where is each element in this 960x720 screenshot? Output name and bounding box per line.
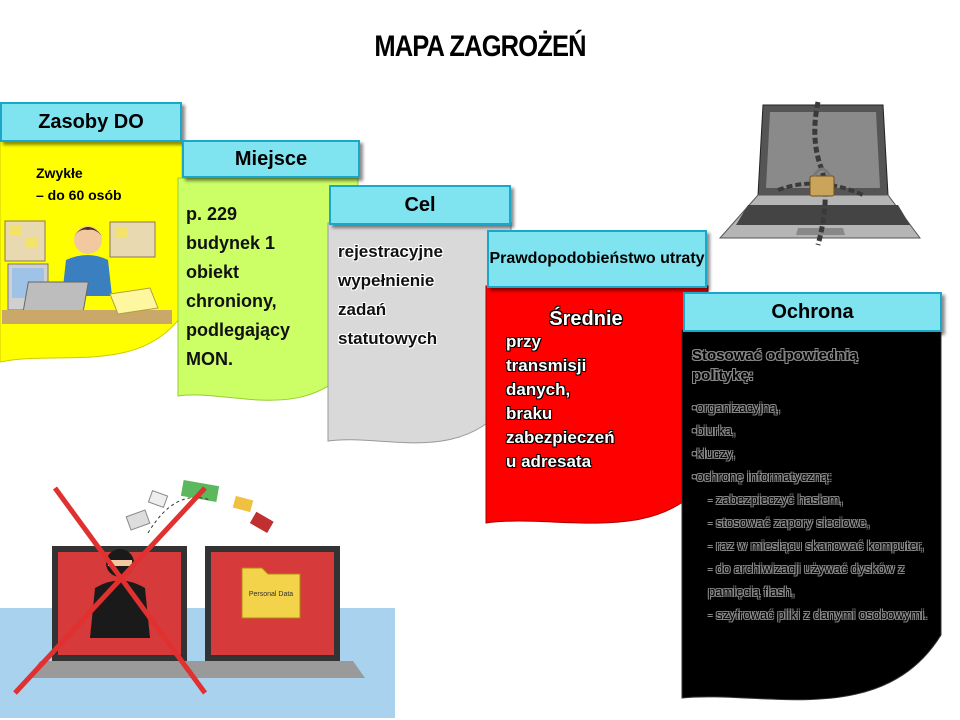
zasoby-header: Zasoby DO [0,102,182,142]
prawdopodobienstwo-line-3: danych, [506,380,571,399]
cel-line-1: rejestracyjne [338,242,443,261]
ochrona-shape [681,329,942,701]
miejsce-text: p. 229 budynek 1 obiekt chroniony, podle… [186,200,290,374]
zasoby-line-2: – do 60 osób [36,187,122,203]
cel-line-3: zadań [338,300,387,319]
ochrona-item-9: - szyfrować pliki z danymi osobowymi. [708,607,928,622]
prawdopodobienstwo-line-2: transmisji [506,356,587,375]
miejsce-line-5: podlegający [186,320,291,340]
cel-line-4: statutowych [338,329,438,348]
zasoby-box: Zasoby DO Zwykłe – do 60 osób [0,100,185,370]
page-title: MAPA ZAGROŻEŃ [374,30,586,63]
zasoby-line-1: Zwykłe [36,165,83,181]
ochrona-item-4: •ochronę informatyczną: [692,469,832,484]
ochrona-item-5: - zabezpieczyć hasłem, [708,492,844,507]
ochrona-item-8: - do archiwizacji używać dysków z pamięc… [708,561,905,599]
risk-level: Średnie [549,308,623,330]
cel-header: Cel [329,185,511,225]
prawdopodobienstwo-line-4: braku [506,404,553,423]
miejsce-line-3: obiekt [186,262,240,282]
ochrona-header: Ochrona [683,292,942,332]
ochrona-item-3: •kluczy, [692,446,736,461]
prawdopodobienstwo-header: Prawdopodobieństwo utraty [487,230,707,288]
personal-data-label: Personal Data [249,591,293,598]
prawdopodobienstwo-text: przy transmisji danych, braku zabezpiecz… [506,330,615,474]
miejsce-line-6: MON. [186,349,233,369]
ochrona-list: •organizacyjną, •biurka, •kluczy, •ochro… [692,396,932,626]
cel-box: Cel rejestracyjne wypełnienie zadań stat… [327,183,514,458]
prawdopodobienstwo-line-6: u adresata [506,452,592,471]
miejsce-line-2: budynek 1 [186,233,276,253]
ochrona-box: Ochrona Stosować odpowiednią politykę: •… [681,290,944,715]
zasoby-text: Zwykłe – do 60 osób [36,162,122,206]
prawdopodobienstwo-box: Prawdopodobieństwo utraty Średnie przy t… [485,228,710,543]
ochrona-item-7: - raz w miesiącu skanować komputer, [708,538,925,553]
ochrona-intro: Stosować odpowiednią politykę: [692,347,858,384]
miejsce-header: Miejsce [182,140,360,178]
prawdopodobienstwo-line-1: przy [506,332,541,351]
hacker-data-theft-icon: Personal Data [0,479,395,718]
padlocked-laptop-icon [718,101,921,246]
cel-line-2: wypełnienie [338,271,435,290]
ochrona-item-6: - stosować zapory sieciowe, [708,515,870,530]
office-worker-icon [2,220,172,324]
miejsce-line-4: chroniony, [186,291,277,311]
miejsce-box: Miejsce p. 229 budynek 1 obiekt chronion… [177,138,363,418]
cel-text: rejestracyjne wypełnienie zadań statutow… [338,237,443,353]
miejsce-line-1: p. 229 [186,204,238,224]
ochrona-item-2: •biurka, [692,423,736,438]
ochrona-item-1: •organizacyjną, [692,400,781,415]
prawdopodobienstwo-line-5: zabezpieczeń [506,428,615,447]
